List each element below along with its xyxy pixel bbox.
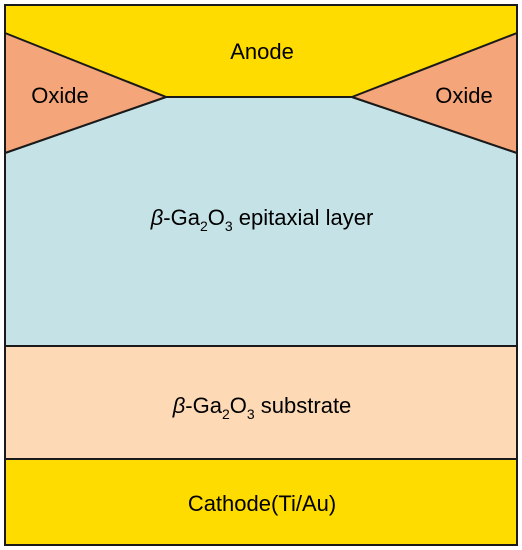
oxide-left-label: Oxide — [31, 83, 88, 108]
oxide-left-region — [4, 31, 169, 155]
sub-sub1: 2 — [222, 406, 230, 422]
substrate-region — [4, 345, 518, 460]
cathode-region — [4, 458, 518, 546]
sub-suffix: substrate — [255, 393, 352, 418]
epi-sub2: 3 — [225, 218, 233, 234]
oxide-right-label: Oxide — [435, 83, 492, 108]
epi-mid: O — [208, 205, 225, 230]
anode-label: Anode — [230, 39, 294, 64]
sub-mid: O — [230, 393, 247, 418]
cathode-label: Cathode(Ti/Au) — [188, 491, 336, 516]
substrate-label: β-Ga2O3 substrate — [172, 393, 352, 422]
sub-beta-symbol: β — [172, 393, 186, 418]
epitaxial-layer-label: β-Ga2O3 epitaxial layer — [150, 205, 374, 234]
sub-sub2: 3 — [247, 406, 255, 422]
epi-beta-symbol: β — [150, 205, 164, 230]
epi-suffix: epitaxial layer — [233, 205, 374, 230]
sub-prefix: -Ga — [185, 393, 222, 418]
oxide-right-region — [349, 31, 518, 155]
epi-prefix: -Ga — [163, 205, 200, 230]
epi-sub1: 2 — [200, 218, 208, 234]
